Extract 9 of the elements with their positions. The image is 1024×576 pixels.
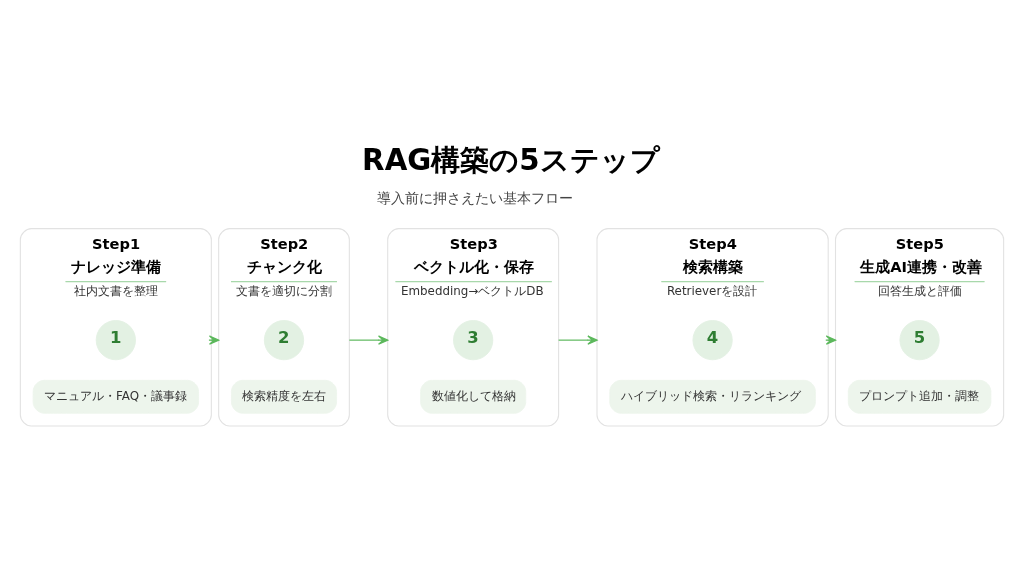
arrow xyxy=(348,334,389,345)
node-circle: 3 xyxy=(453,319,494,360)
arrow xyxy=(558,334,598,345)
node-circle: 5 xyxy=(899,319,940,360)
label: 導入前に押さえたい基本フロー xyxy=(376,189,573,206)
node-circle: 1 xyxy=(95,319,136,360)
node-circle: 4 xyxy=(692,319,733,360)
diagram-title: RAG構築の5ステップ xyxy=(362,142,660,177)
node-circle: 2 xyxy=(263,319,305,360)
